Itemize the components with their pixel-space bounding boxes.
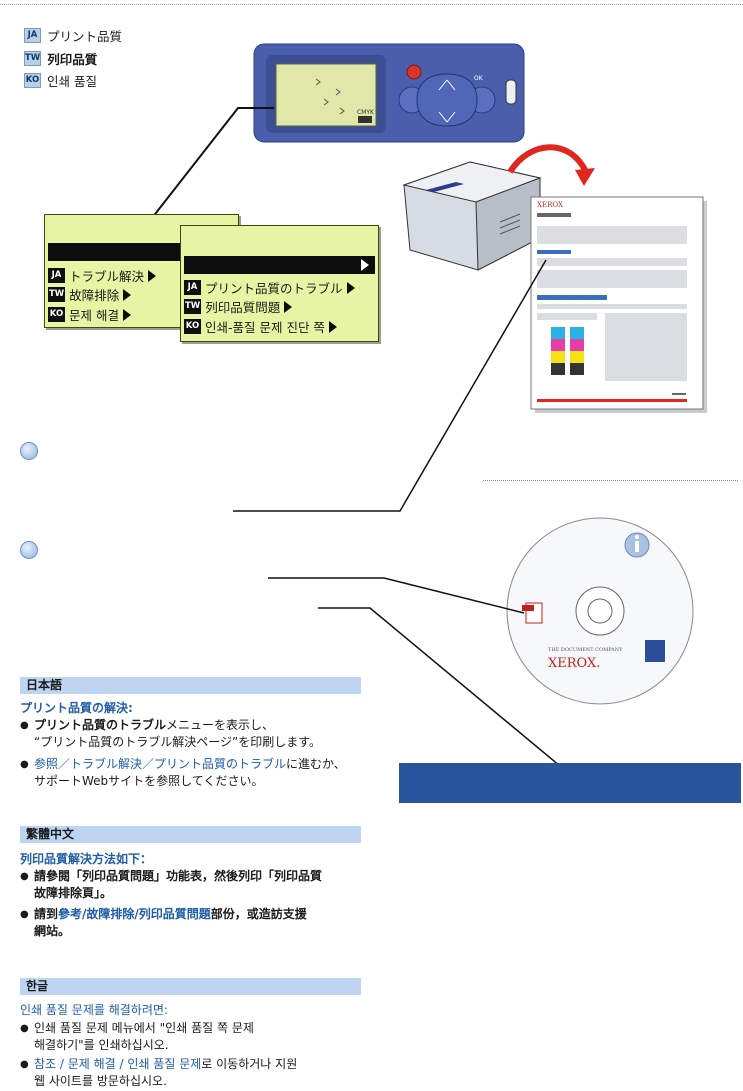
top-divider	[0, 4, 743, 5]
reference-link[interactable]: 참조 / 문제 해결 / 인쇄 품질 문제	[34, 1057, 202, 1071]
connector-line	[318, 607, 567, 772]
printer-image	[402, 161, 542, 271]
reference-link[interactable]: 参照／トラブル解決／プリント品質のトラブル	[34, 757, 287, 771]
section-header: 繁體中文	[20, 826, 361, 843]
lang-code-tag: JA	[24, 28, 41, 43]
output-arrow	[507, 144, 595, 186]
section-subtitle: 列印品質解決方法如下：	[20, 852, 153, 866]
bullet-item: ● プリント品質のトラブルメニューを表示し、“プリント品質のトラブル解決ページ”…	[20, 718, 321, 749]
section-subtitle: プリント品質の解決:	[20, 701, 133, 715]
sample-page: XEROX	[530, 196, 707, 413]
menu-item[interactable]: KO 인쇄-품질 문제 진단 쪽	[184, 317, 337, 336]
control-panel: CMYK OK	[253, 43, 525, 143]
lang-row-ja: JA プリント品質	[24, 26, 122, 45]
menu-item[interactable]: JA トラブル解決	[48, 266, 157, 285]
bullet-item: ● 請參閱「列印品質問題」功能表，然後列印「列印品質故障排除頁」。	[20, 869, 323, 900]
bullet-item: ● 参照／トラブル解決／プリント品質のトラブルに進むか、サポートWebサイトを参…	[20, 757, 346, 788]
connector-line	[233, 259, 547, 512]
cd-image: THE DOCUMENT COMPANY XEROX.	[506, 517, 694, 705]
connector-line	[268, 577, 525, 614]
lang-row-tw: TW 列印品質	[24, 49, 97, 68]
menu-item[interactable]: TW 故障排除	[48, 285, 132, 304]
info-banner	[399, 763, 741, 803]
cd-brand: XEROX.	[548, 656, 600, 671]
selected-row	[184, 256, 375, 274]
menu-item[interactable]: KO 문제 해결	[48, 305, 131, 324]
lang-label: 인쇄 품질	[47, 74, 97, 89]
menu-item[interactable]: JA プリント品質のトラブル	[184, 278, 355, 297]
lang-row-ko: KO 인쇄 품질	[24, 71, 97, 90]
reference-link[interactable]: 參考/故障排除/列印品質問題	[58, 907, 211, 921]
step-marker-icon	[20, 541, 38, 559]
page-brand: XEROX	[537, 201, 563, 209]
connector-line	[151, 107, 274, 219]
section-header: 한글	[20, 978, 361, 995]
section-subtitle: 인쇄 품질 문제를 해결하려면:	[20, 1003, 168, 1017]
step-marker-icon	[20, 442, 38, 460]
lang-code-tag: TW	[24, 51, 42, 66]
lang-label: プリント品質	[47, 29, 123, 44]
panel-display-text: CMYK	[357, 109, 375, 116]
lcd-menu-right: JA プリント品質のトラブル TW 列印品質問題 KO 인쇄-품질 문제 진단 …	[180, 225, 379, 342]
dotted-divider	[483, 480, 738, 481]
section-header: 日本語	[20, 677, 361, 694]
illustration: CMYK OK XEROX	[151, 43, 707, 772]
menu-item[interactable]: TW 列印品質問題	[184, 297, 293, 316]
lang-code-tag: KO	[24, 73, 41, 88]
bullet-item: ● 請到參考/故障排除/列印品質問題部份，或造訪支援網站。	[20, 907, 307, 938]
lang-label: 列印品質	[47, 52, 98, 67]
cd-tagline: THE DOCUMENT COMPANY	[548, 647, 623, 653]
svg-text:OK: OK	[474, 75, 484, 82]
